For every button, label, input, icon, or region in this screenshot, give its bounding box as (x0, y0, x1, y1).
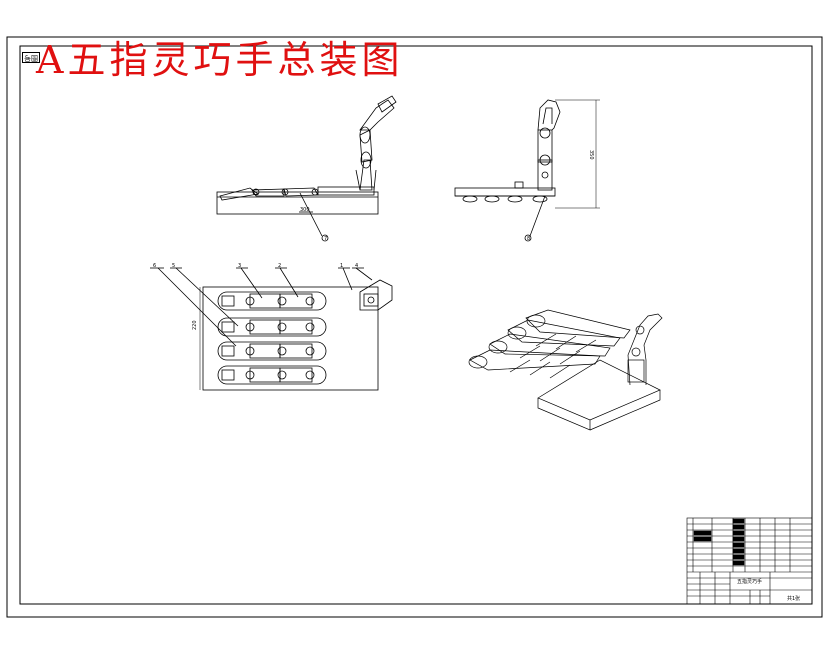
outer-border (6, 36, 823, 618)
balloon-label-8: 8 (527, 236, 530, 242)
dimension-label-front: 350 (588, 150, 594, 160)
title-block (686, 517, 813, 605)
title-block-drawing-name: 五指灵巧手 (737, 578, 762, 585)
side-view (216, 95, 397, 242)
balloon-label-6: 6 (153, 263, 156, 269)
balloon-7 (321, 234, 329, 242)
drawing-title: A五指灵巧手总装图 (36, 38, 404, 82)
isometric-view (468, 309, 663, 431)
balloon-label-4: 4 (355, 263, 358, 269)
balloon-label-5: 5 (172, 263, 175, 269)
balloon-label-3: 3 (238, 263, 241, 269)
balloon-label-1: 1 (340, 263, 343, 269)
dimension-label-plan: 220 (192, 320, 198, 330)
plan-view (150, 267, 393, 391)
balloon-label-2: 2 (278, 263, 281, 269)
dimension-label-side: 300 (300, 207, 310, 213)
title-block-sheet-label: 共1张 (787, 595, 800, 602)
front-view (454, 99, 600, 242)
balloon-label-7: 7 (324, 236, 327, 242)
balloon-8 (524, 234, 532, 242)
inner-border (19, 45, 813, 605)
